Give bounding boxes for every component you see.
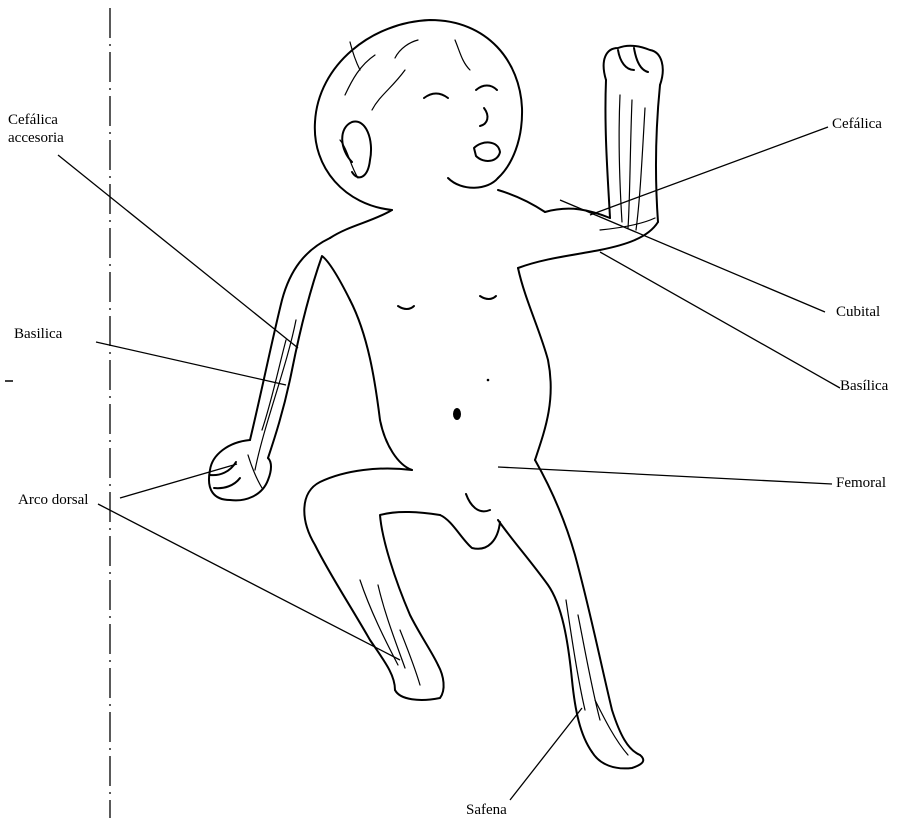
label-basilica-right: Basílica [840,378,888,394]
label-femoral: Femoral [836,475,886,491]
leader-cubital [560,200,825,312]
infant-torso [330,190,551,470]
label-basilica-left: Basilica [14,326,62,342]
infant-lowered-arm [209,238,350,500]
leader-basilica-left [96,342,286,385]
label-cefalica: Cefálica [832,116,882,132]
leader-lines [58,127,840,800]
infant-head [315,20,522,210]
leader-cefalica-accesoria [58,155,298,348]
label-cubital: Cubital [836,304,880,320]
label-safena: Safena [466,802,507,818]
infant-right-leg [440,460,643,768]
infant-left-leg [304,469,443,700]
leader-cefalica [590,127,828,215]
leader-arco-dorsal-hand [120,464,237,498]
label-arco-dorsal: Arco dorsal [18,492,88,508]
leader-basilica-right [600,252,840,388]
leader-safena [510,708,582,800]
leader-arco-dorsal-foot [98,504,400,660]
label-cefalica-accesoria-line1: Cefálica [8,112,58,128]
label-cefalica-accesoria-line2: accesoria [8,130,64,146]
leader-femoral [498,467,832,484]
